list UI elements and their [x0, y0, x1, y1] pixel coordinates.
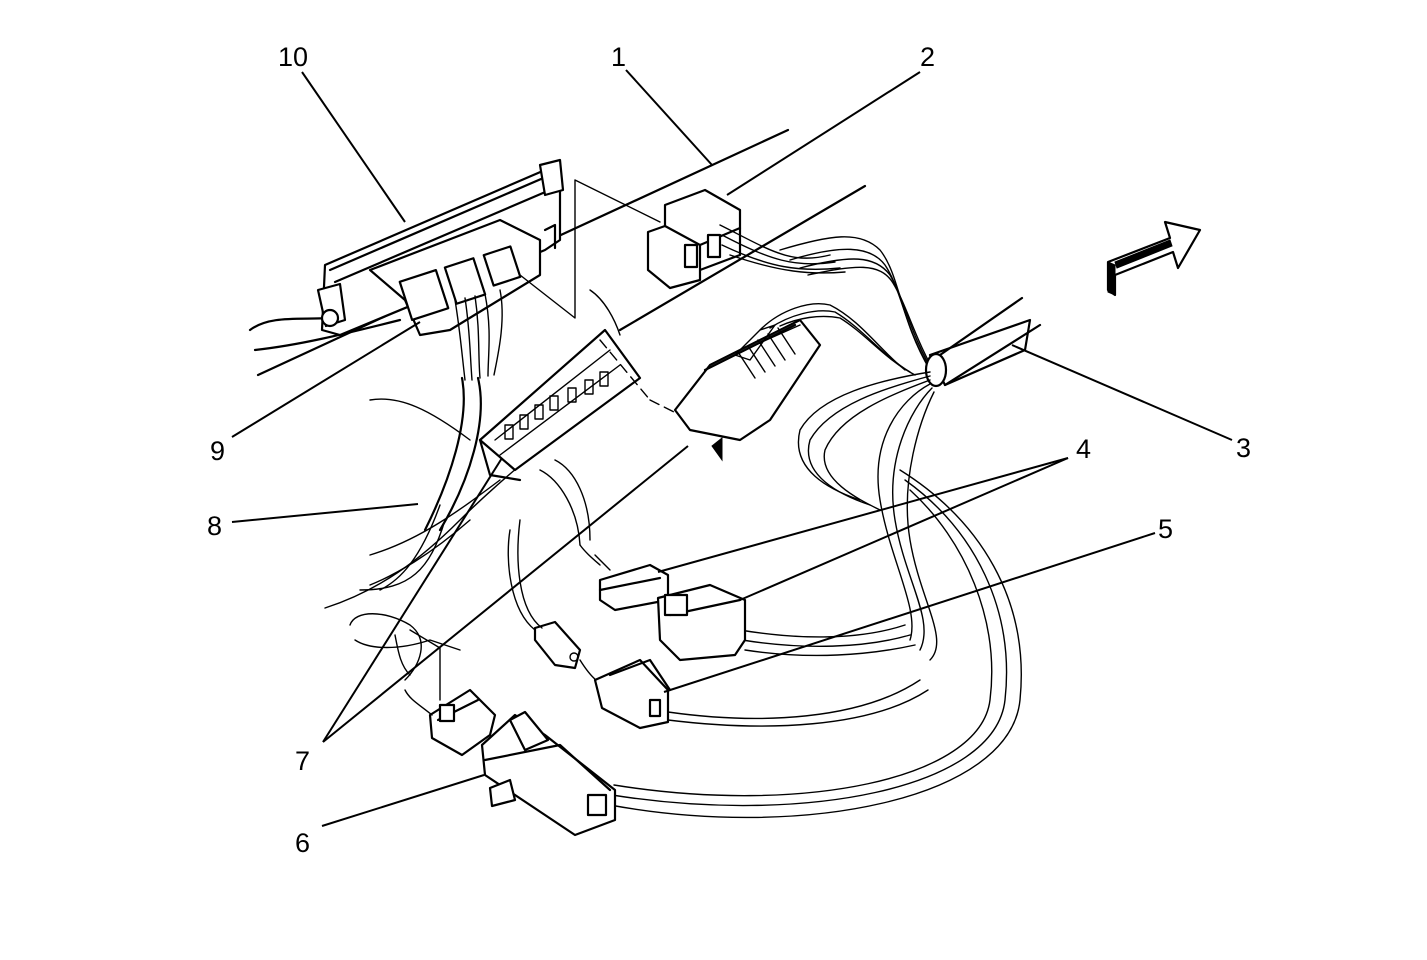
terminal-block	[478, 328, 691, 482]
callout-2: 2	[920, 42, 935, 72]
connector-6	[349, 613, 617, 837]
module-assembly	[316, 158, 661, 591]
connector-7	[673, 303, 916, 462]
callout-8: 8	[207, 511, 222, 541]
forward-arrow-icon	[1106, 220, 1202, 297]
callout-4: 4	[1076, 434, 1091, 464]
callout-6: 6	[295, 828, 310, 858]
connector-2	[646, 188, 846, 290]
connector-5	[507, 519, 672, 730]
callout-9: 9	[210, 436, 225, 466]
main-harness	[609, 236, 1042, 819]
callout-3: 3	[1236, 433, 1251, 463]
connector-4	[539, 459, 747, 662]
leader-lines	[231, 69, 1233, 827]
callout-5: 5	[1158, 514, 1173, 544]
callout-1: 1	[611, 42, 626, 72]
callout-labels: 10 1 2 3 4 5 6 7 8 9	[207, 42, 1251, 858]
callout-7: 7	[295, 746, 310, 776]
callout-10: 10	[278, 42, 308, 72]
